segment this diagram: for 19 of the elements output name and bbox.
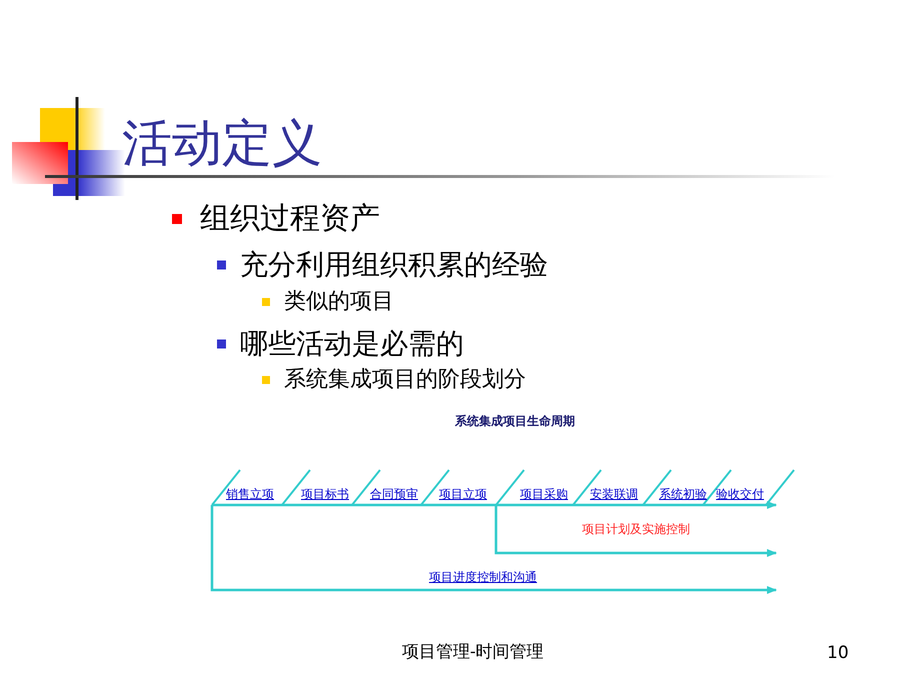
slide-title: 活动定义 [122,118,322,168]
footer-text: 项目管理-时间管理 [402,644,544,661]
phase-link: 项目采购 [520,488,568,500]
phase-link: 合同预审 [370,488,418,500]
phase-link: 系统初验 [659,488,707,500]
phase-link: 项目标书 [301,488,349,500]
phase-link: 销售立项 [226,488,274,500]
bullet-text: 充分利用组织积累的经验 [240,251,548,279]
phase-link: 安装联调 [590,488,638,500]
phase-link: 验收交付 [716,488,764,500]
phase-link: 项目立项 [439,488,487,500]
bullet-text: 组织过程资产 [200,204,380,234]
arrow-label: 项目进度控制和沟通 [429,571,537,583]
arrow-label: 项目计划及实施控制 [582,523,690,535]
bullet-text: 系统集成项目的阶段划分 [284,369,526,391]
bullet-text: 类似的项目 [284,291,394,313]
page-number: 10 [827,645,849,662]
bullet-text: 哪些活动是必需的 [240,330,464,358]
chart-heading: 系统集成项目生命周期 [455,415,575,427]
